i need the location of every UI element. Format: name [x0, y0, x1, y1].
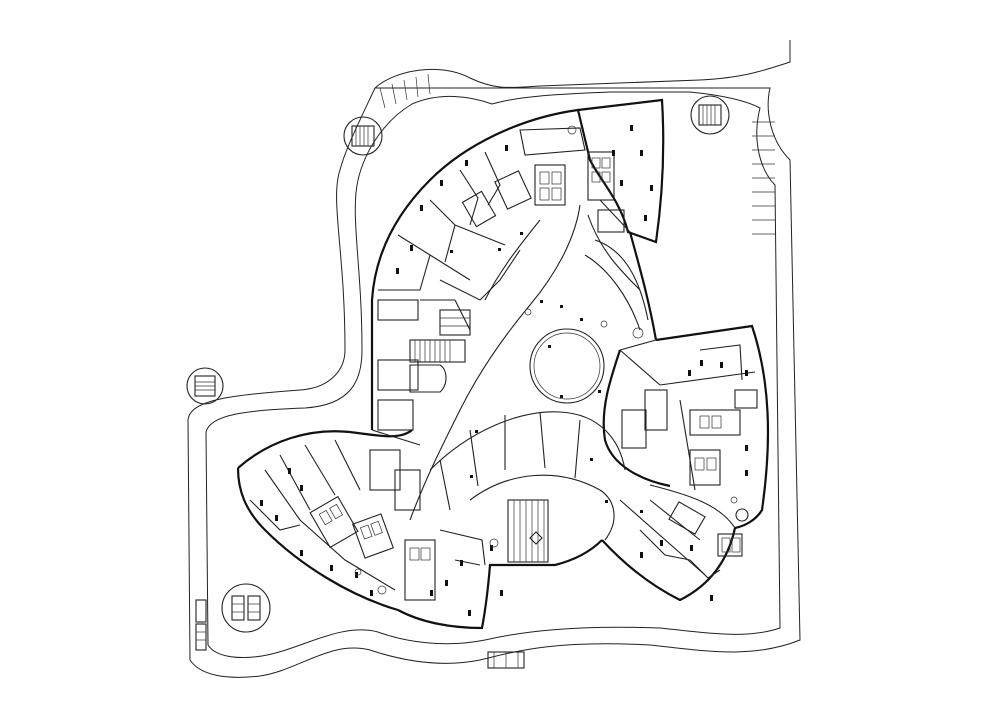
south-entrance-escalators	[507, 499, 549, 563]
southwest-wing-top-wall	[237, 429, 413, 469]
southeast-wing-wall	[601, 527, 737, 602]
north-east-connector	[628, 231, 658, 341]
site-road	[187, 40, 801, 678]
central-mall-spine	[409, 204, 657, 541]
east-wing-outer-wall	[655, 324, 770, 530]
north-wing-units	[377, 127, 615, 431]
south-hall-core	[439, 499, 549, 566]
parking-stripes-north	[379, 73, 431, 109]
east-lobby-curve	[619, 339, 657, 351]
north-tower-units	[587, 199, 641, 291]
building-outline	[236, 98, 770, 630]
southwest-wing-outer-wall	[236, 467, 399, 612]
southeast-wing-units	[619, 499, 743, 579]
spine-west-edge	[409, 204, 581, 521]
west-service-block	[195, 599, 207, 651]
atrium-inner-ring	[533, 332, 601, 400]
atrium-outer-ring	[529, 328, 605, 404]
south-hall-inner-arc	[429, 411, 626, 471]
spine-east-edge	[484, 219, 541, 301]
kiosk-northeast	[690, 95, 730, 135]
north-wing-outer-wall	[370, 108, 579, 301]
south-hall-wall	[397, 539, 603, 630]
south-hall-inner-arc-2	[469, 474, 615, 541]
central-atrium	[529, 328, 605, 404]
kiosk-southwest	[221, 583, 271, 633]
north-tower-wall	[576, 98, 665, 244]
kiosk-northwest	[343, 116, 383, 156]
parking-stripes-east	[752, 121, 775, 235]
east-wing-inner-wall	[602, 349, 671, 488]
kiosk-west	[186, 367, 224, 405]
east-wing-units	[619, 344, 758, 529]
structural-columns	[260, 125, 748, 616]
site-road-inner-edge	[205, 91, 781, 659]
southwest-wing-units	[249, 429, 436, 601]
south-entry-stub	[487, 651, 525, 669]
site-road-outer-edge	[187, 40, 801, 678]
north-atrium-curve	[584, 254, 641, 331]
fixtures	[354, 125, 738, 595]
